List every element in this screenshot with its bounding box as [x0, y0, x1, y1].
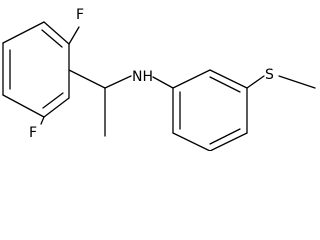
bond-ch-nh: [104, 75, 132, 89]
double-bond-inner: [209, 76, 241, 93]
bond: [43, 21, 70, 45]
fluorine-label-top: F: [76, 7, 84, 23]
sulfur-label: S: [265, 67, 274, 83]
difluorophenyl-ring: [2, 21, 70, 118]
bond: [2, 94, 45, 118]
structure-diagram: F F NH S: [2, 7, 316, 151]
bond-nh-ring: [152, 76, 174, 89]
bond: [172, 69, 211, 89]
methylthiophenyl-ring: [172, 69, 248, 151]
bond: [2, 21, 45, 44]
bond: [172, 132, 211, 151]
double-bond-inner: [209, 128, 241, 145]
bond-c-f-bottom: [40, 116, 45, 125]
bond-s-methyl: [278, 75, 316, 89]
bond: [43, 97, 70, 118]
bond-ring-s: [246, 75, 265, 89]
double-bond-inner: [42, 92, 64, 109]
bond: [209, 69, 248, 89]
bond-c-f-top: [68, 26, 80, 45]
fluorine-label-bottom: F: [29, 125, 37, 141]
amine-label: NH: [132, 69, 153, 85]
bond-ring-ch: [68, 69, 106, 89]
double-bond-inner: [41, 29, 63, 48]
bond: [209, 132, 248, 151]
